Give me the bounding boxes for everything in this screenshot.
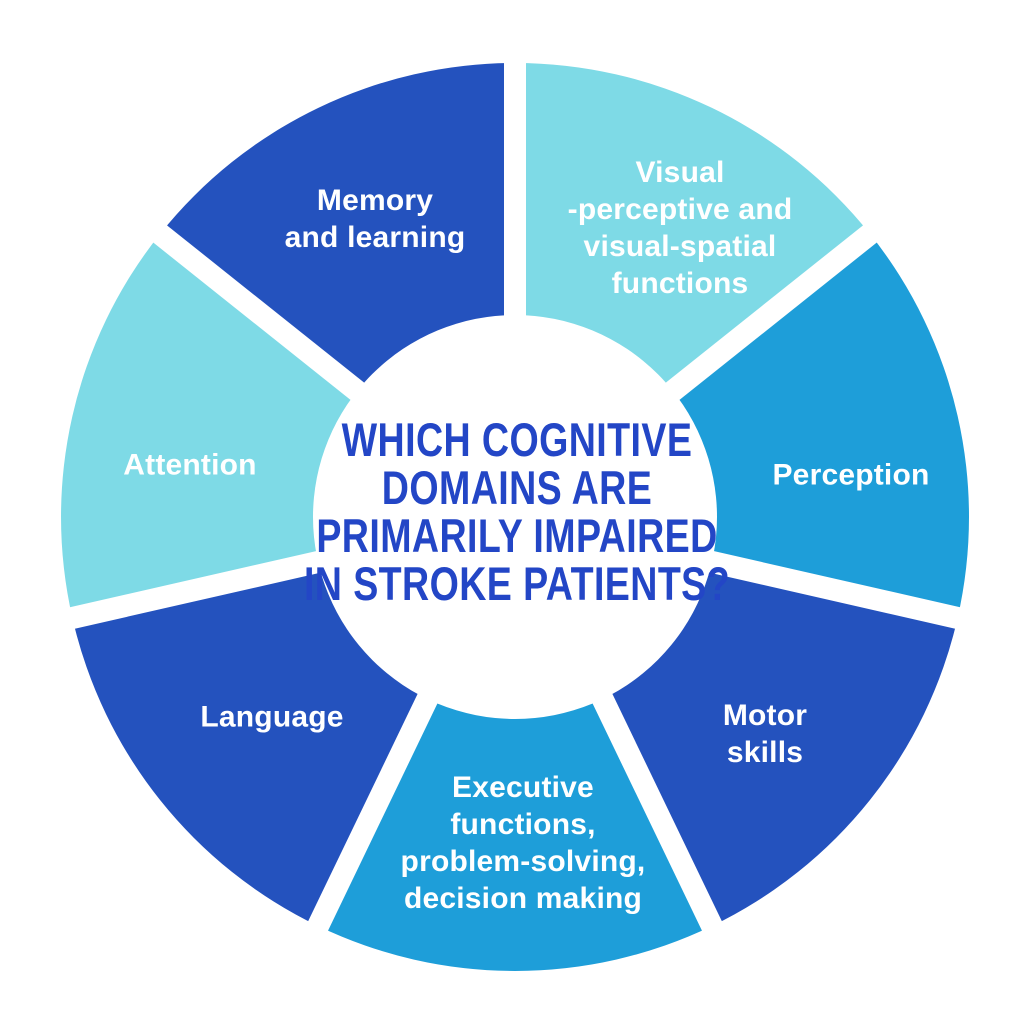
segment-perception	[671, 233, 969, 618]
segment-attention	[61, 233, 359, 618]
donut-center	[313, 315, 717, 719]
segment-language	[72, 561, 429, 926]
segment-executive-functions	[318, 697, 712, 971]
segment-motor-skills	[601, 561, 958, 926]
segment-visual-perceptive-functions	[515, 62, 870, 393]
segment-memory-learning	[160, 63, 515, 393]
